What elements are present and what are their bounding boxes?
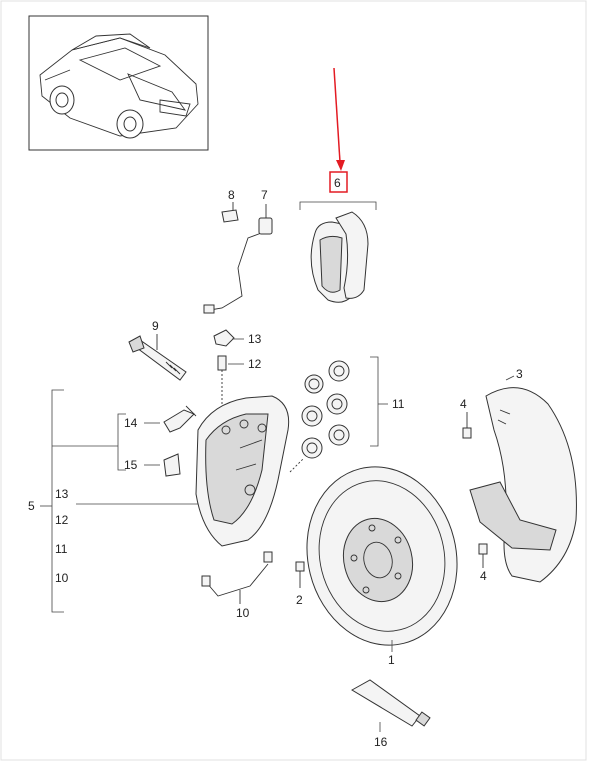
callout-10: 10 <box>236 606 250 620</box>
callout-6: 6 <box>334 176 341 190</box>
assembly-item-1: 13 <box>55 487 69 501</box>
assembly-item-3: 11 <box>55 542 68 556</box>
shield-bolt-bottom <box>478 543 488 568</box>
callout-4-top: 4 <box>460 397 467 411</box>
callout-3: 3 <box>516 367 523 381</box>
callout-14: 14 <box>124 416 138 430</box>
brake-pads <box>310 211 369 303</box>
highlight-box <box>329 171 348 193</box>
car-illustration <box>39 33 199 139</box>
seal-bracket <box>370 356 379 447</box>
paste-tube <box>351 679 431 727</box>
callout-2: 2 <box>296 593 303 607</box>
brake-shield <box>469 387 577 583</box>
retaining-clip <box>163 453 181 477</box>
callout-7: 7 <box>261 188 268 202</box>
assembly-item-4: 10 <box>55 571 69 585</box>
callout-16: 16 <box>374 735 388 749</box>
sensor-clip <box>221 202 239 223</box>
callout-9: 9 <box>152 319 159 333</box>
callout-4-bottom: 4 <box>480 569 487 583</box>
hardware-bracket <box>117 413 126 471</box>
shield-bolt-top <box>462 412 472 439</box>
page-border <box>0 0 587 761</box>
callout-1: 1 <box>388 653 395 667</box>
callout-11: 11 <box>392 397 405 411</box>
bleeder-valve <box>217 355 227 408</box>
disc-screw <box>295 561 305 588</box>
caliper-body <box>195 395 290 547</box>
pad-spring <box>163 405 197 433</box>
vehicle-inset <box>28 15 209 151</box>
wear-sensor <box>203 204 273 314</box>
assembly-bracket <box>51 389 64 613</box>
lead-3 <box>505 375 515 381</box>
callout-13: 13 <box>248 332 262 346</box>
highlight-arrow-head <box>336 160 345 171</box>
callout-15: 15 <box>124 458 138 472</box>
callout-12: 12 <box>248 357 262 371</box>
highlight-arrow <box>333 67 341 163</box>
assembly-item-2: 12 <box>55 513 69 527</box>
callout-8: 8 <box>228 188 235 202</box>
caliper-bolt <box>128 334 187 381</box>
brake-disc <box>306 466 458 646</box>
brake-line <box>201 551 273 604</box>
pad-bracket <box>299 201 377 210</box>
bleeder-cap <box>213 329 235 347</box>
seal-rings <box>289 360 350 473</box>
callout-5: 5 <box>28 499 35 513</box>
